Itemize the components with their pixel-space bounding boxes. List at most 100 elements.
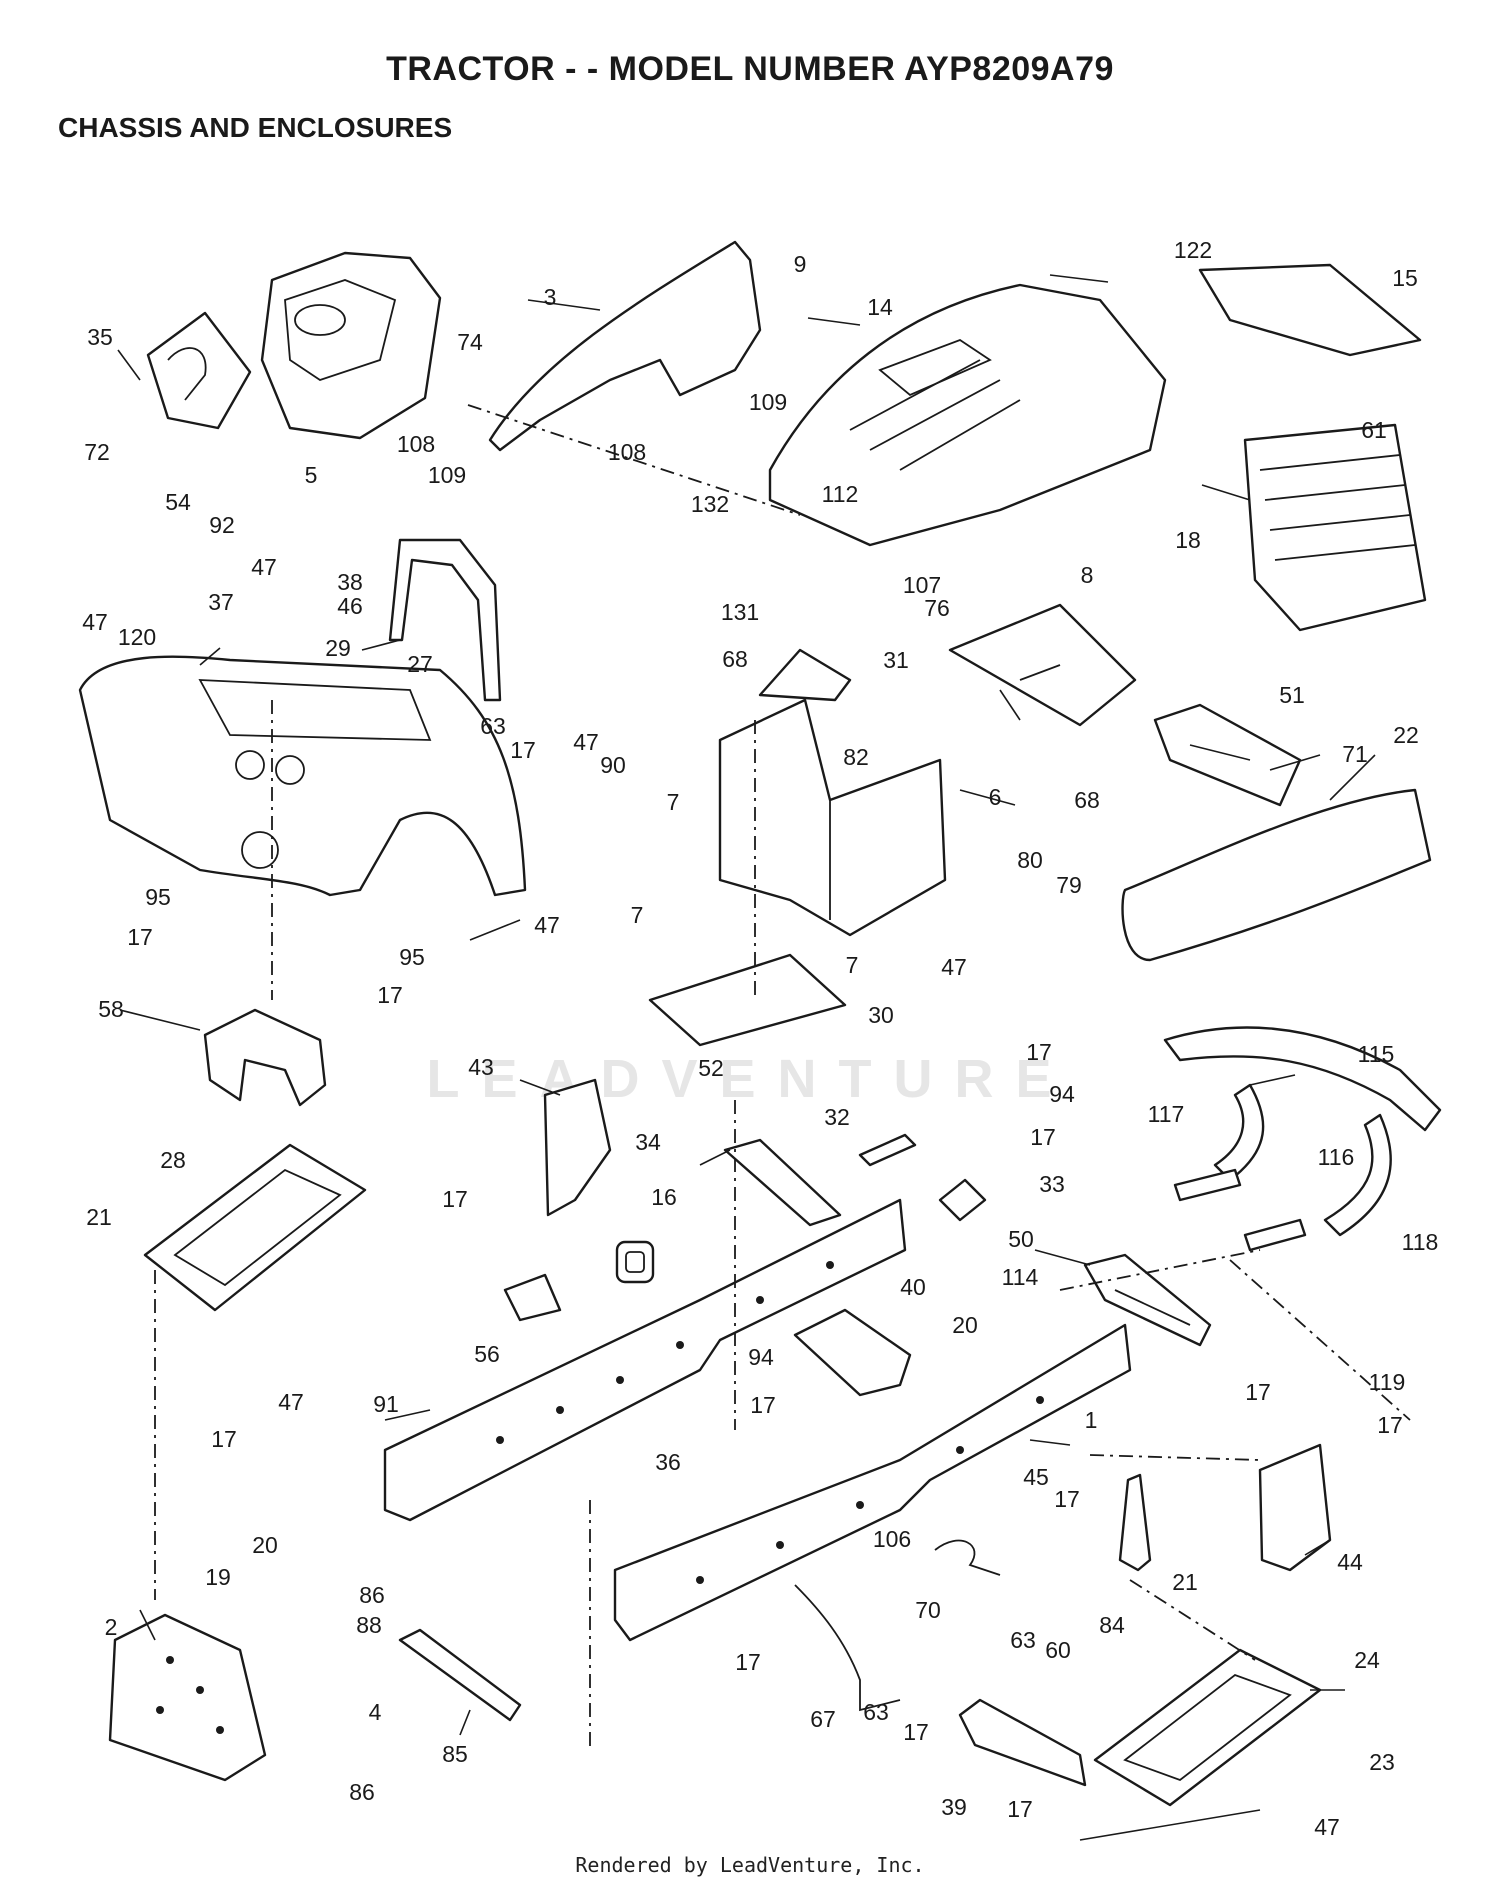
callout: 22 bbox=[1393, 722, 1419, 748]
footer-credit: Rendered by LeadVenture, Inc. bbox=[575, 1853, 925, 1877]
part-frame-rail-91 bbox=[383, 1198, 907, 1522]
callout: 117 bbox=[1148, 1101, 1185, 1127]
callout: 82 bbox=[843, 744, 869, 770]
watermark-text: LEADVENTURE bbox=[426, 1049, 1074, 1109]
callout: 94 bbox=[748, 1344, 774, 1370]
callout: 47 bbox=[534, 912, 560, 938]
callout: 60 bbox=[1045, 1637, 1071, 1663]
callout: 5 bbox=[305, 462, 318, 488]
callout: 17 bbox=[377, 982, 403, 1008]
part-grommet-16 bbox=[615, 1240, 655, 1284]
callout: 122 bbox=[1174, 237, 1212, 263]
part-front-bar-115 bbox=[1163, 1026, 1442, 1237]
callout: 17 bbox=[735, 1649, 761, 1675]
callout: 24 bbox=[1354, 1647, 1380, 1673]
callout: 17 bbox=[442, 1186, 468, 1212]
callout: 86 bbox=[359, 1582, 385, 1608]
callout: 68 bbox=[722, 646, 748, 672]
callout: 44 bbox=[1337, 1549, 1363, 1575]
callout: 86 bbox=[349, 1779, 375, 1805]
part-rear-plate-2 bbox=[108, 1613, 267, 1782]
part-frame-rail-1 bbox=[613, 1323, 1132, 1642]
callout: 34 bbox=[635, 1129, 661, 1155]
callout: 56 bbox=[474, 1341, 500, 1367]
callout: 46 bbox=[337, 593, 363, 619]
callout: 17 bbox=[750, 1392, 776, 1418]
callout: 16 bbox=[651, 1184, 677, 1210]
callout: 6 bbox=[989, 784, 1002, 810]
part-clip-32 bbox=[858, 1133, 917, 1167]
callout: 95 bbox=[145, 884, 171, 910]
callout: 47 bbox=[573, 729, 599, 755]
callout: 115 bbox=[1358, 1041, 1395, 1067]
callout: 21 bbox=[1172, 1569, 1198, 1595]
part-bracket-40 bbox=[793, 1308, 912, 1397]
callout: 114 bbox=[1002, 1264, 1039, 1290]
callout: 17 bbox=[1026, 1039, 1052, 1065]
callout: 33 bbox=[1039, 1171, 1065, 1197]
callout: 61 bbox=[1361, 417, 1387, 443]
callout: 91 bbox=[373, 1391, 399, 1417]
callout: 109 bbox=[428, 462, 466, 488]
callout: 17 bbox=[211, 1426, 237, 1452]
callout: 54 bbox=[165, 489, 191, 515]
part-footrest-28 bbox=[143, 1143, 367, 1312]
callout: 47 bbox=[82, 609, 108, 635]
callout: 92 bbox=[209, 512, 235, 538]
callout: 35 bbox=[87, 324, 113, 350]
callout: 17 bbox=[127, 924, 153, 950]
callout: 7 bbox=[667, 789, 680, 815]
callout: 108 bbox=[608, 439, 646, 465]
part-dash-cover-92 bbox=[146, 311, 252, 430]
callout: 76 bbox=[924, 595, 950, 621]
callout: 63 bbox=[1010, 1627, 1036, 1653]
callout: 29 bbox=[325, 635, 351, 661]
callout: 17 bbox=[1007, 1796, 1033, 1822]
part-plate-116 bbox=[1173, 1168, 1307, 1252]
callout: 47 bbox=[1314, 1814, 1340, 1840]
callout: 1 bbox=[1085, 1407, 1098, 1433]
part-bracket-31 bbox=[758, 648, 852, 702]
callout: 17 bbox=[510, 737, 536, 763]
callout: 112 bbox=[822, 481, 859, 507]
part-grille-18 bbox=[1243, 423, 1427, 632]
callout: 27 bbox=[407, 651, 433, 677]
callout: 20 bbox=[952, 1312, 978, 1338]
callout: 95 bbox=[399, 944, 425, 970]
callout: 47 bbox=[278, 1389, 304, 1415]
callout: 19 bbox=[205, 1564, 231, 1590]
callout: 80 bbox=[1017, 847, 1043, 873]
callout: 58 bbox=[98, 996, 124, 1022]
callout: 32 bbox=[824, 1104, 850, 1130]
callout: 37 bbox=[208, 589, 234, 615]
callout: 88 bbox=[356, 1612, 382, 1638]
callout: 36 bbox=[655, 1449, 681, 1475]
callout: 7 bbox=[631, 902, 644, 928]
callout: 45 bbox=[1023, 1464, 1049, 1490]
callout: 38 bbox=[337, 569, 363, 595]
callout: 71 bbox=[1342, 741, 1368, 767]
part-bracket-50 bbox=[1083, 1253, 1212, 1347]
callout: 43 bbox=[468, 1054, 494, 1080]
callout: 3 bbox=[544, 284, 557, 310]
callout: 72 bbox=[84, 439, 110, 465]
part-console-panel-6 bbox=[718, 698, 947, 937]
callout: 17 bbox=[1377, 1412, 1403, 1438]
callout: 109 bbox=[749, 389, 787, 415]
callout: 63 bbox=[863, 1699, 889, 1725]
part-bumper-22 bbox=[1121, 788, 1432, 962]
callout: 106 bbox=[873, 1526, 911, 1552]
callout: 4 bbox=[369, 1699, 382, 1725]
callout: 18 bbox=[1175, 527, 1201, 553]
callout: 15 bbox=[1392, 265, 1418, 291]
callout: 7 bbox=[846, 952, 859, 978]
part-bracket-33 bbox=[938, 1178, 987, 1222]
callout: 9 bbox=[794, 251, 807, 277]
callout: 31 bbox=[883, 647, 909, 673]
callout: 79 bbox=[1056, 872, 1082, 898]
callout: 94 bbox=[1049, 1081, 1075, 1107]
callout: 132 bbox=[691, 491, 729, 517]
callout: 52 bbox=[698, 1055, 724, 1081]
part-front-bracket-15 bbox=[1198, 263, 1422, 357]
